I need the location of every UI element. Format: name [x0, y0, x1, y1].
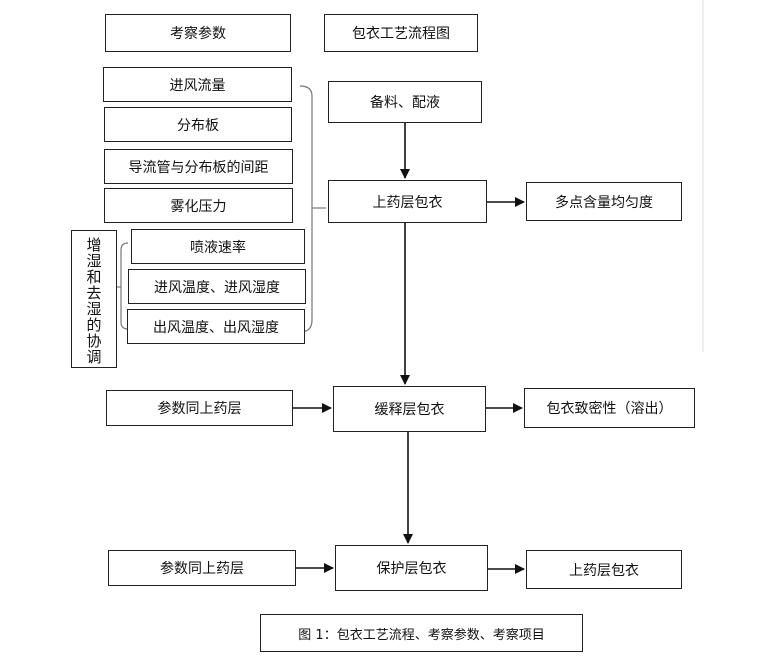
uniformity-box: 多点含量均匀度	[526, 182, 682, 221]
flow-title-box: 包衣工艺流程图	[324, 14, 478, 52]
param-outlet-temp-hum: 出风温度、出风湿度	[127, 309, 305, 344]
figure-caption: 图 1：包衣工艺流程、考察参数、考察项目	[260, 614, 583, 652]
param-atomize-pressure: 雾化压力	[104, 188, 293, 223]
protect-layer-box: 保护层包衣	[335, 545, 488, 591]
humidity-coordination-box: 增湿和去湿的协调	[71, 230, 117, 368]
humidity-bracket	[120, 242, 129, 330]
prep-box: 备料、配液	[328, 81, 482, 123]
params-title-box: 考察参数	[105, 14, 291, 52]
param-inlet-flow: 进风流量	[103, 67, 292, 102]
same-params-box-1: 参数同上药层	[106, 390, 293, 426]
drug-layer-box: 上药层包衣	[328, 180, 487, 223]
density-box: 包衣致密性（溶出）	[524, 388, 695, 428]
param-guide-gap: 导流管与分布板的间距	[104, 149, 293, 184]
final-drug-layer-box: 上药层包衣	[526, 550, 682, 589]
sustained-layer-box: 缓释层包衣	[333, 386, 486, 432]
param-inlet-temp-hum: 进风温度、进风湿度	[128, 269, 306, 304]
param-dist-plate: 分布板	[104, 107, 292, 142]
param-spray-rate: 喷液速率	[131, 229, 305, 264]
same-params-box-2: 参数同上药层	[108, 550, 296, 586]
